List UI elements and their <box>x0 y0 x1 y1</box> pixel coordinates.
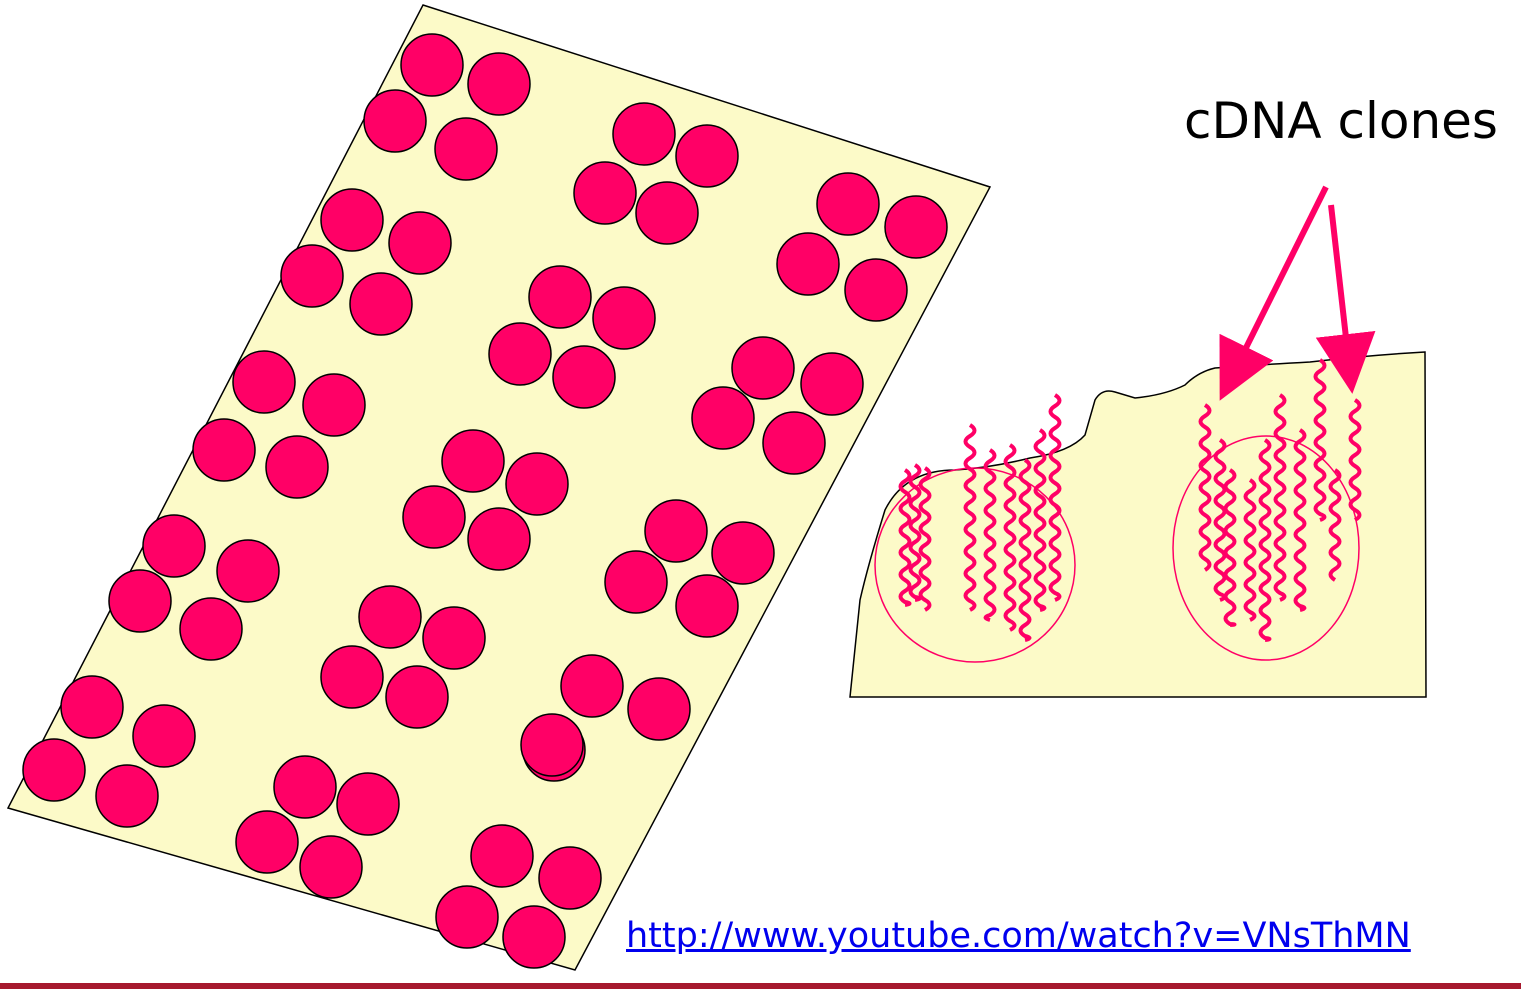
cdna-strand <box>1033 428 1047 612</box>
callout-arrow-left <box>1219 185 1329 401</box>
cdna-strand <box>1328 468 1342 582</box>
colony-dot <box>470 824 534 888</box>
cdna-strand <box>1293 428 1307 612</box>
colony-dot <box>528 265 592 329</box>
colony-dot <box>691 386 755 450</box>
cdna-strand <box>1003 443 1017 632</box>
source-link[interactable]: http://www.youtube.com/watch?v=VNsThMN <box>626 916 1411 956</box>
cdna-strand-group <box>898 358 1362 642</box>
colony-dot <box>108 569 172 633</box>
cdna-strand <box>1223 468 1237 627</box>
colony-closeup-right <box>1172 435 1360 661</box>
colony-dot <box>435 885 499 949</box>
colony-dot <box>179 597 243 661</box>
colony-dot <box>573 161 637 225</box>
colony-dot <box>552 345 616 409</box>
colony-dot <box>434 117 498 181</box>
colony-dot <box>592 286 656 350</box>
colony-dot <box>731 336 795 400</box>
colony-dot <box>844 258 908 322</box>
cdna-strand <box>898 468 912 607</box>
colony-dot <box>22 738 86 802</box>
colony-dot <box>675 124 739 188</box>
colony-dot <box>265 435 329 499</box>
colony-dot <box>711 521 775 585</box>
colony-dot <box>358 585 422 649</box>
cdna-strand <box>908 463 922 602</box>
colony-dot <box>60 675 124 739</box>
colony-dot <box>400 33 464 97</box>
cdna-clones-label: cDNA clones <box>1184 92 1498 150</box>
colony-dot <box>538 846 602 910</box>
colony-dot <box>502 905 566 969</box>
cdna-strand <box>1198 403 1212 572</box>
colony-dot <box>816 172 880 236</box>
colony-closeup-section <box>849 351 1427 698</box>
cdna-strand <box>1348 398 1362 522</box>
colony-dot <box>320 645 384 709</box>
colony-dot <box>467 507 531 571</box>
colony-dot <box>349 272 413 336</box>
colony-dot <box>320 188 384 252</box>
colony-dot <box>800 352 864 416</box>
colony-dot <box>388 211 452 275</box>
colony-group <box>22 33 948 969</box>
colony-dot <box>644 499 708 563</box>
colony-dot <box>488 322 552 386</box>
colony-dot <box>560 654 624 718</box>
colony-dot <box>520 713 584 777</box>
colony-dot <box>95 764 159 828</box>
colony-dot <box>505 452 569 516</box>
colony-closeup-left <box>874 467 1076 663</box>
colony-dot <box>142 514 206 578</box>
colony-dot <box>192 418 256 482</box>
colony-dot <box>604 550 668 614</box>
colony-dot <box>280 244 344 308</box>
cdna-strand <box>1258 438 1272 642</box>
colony-dot <box>216 539 280 603</box>
cdna-strand <box>1048 393 1062 602</box>
colony-dot <box>302 373 366 437</box>
colony-dot <box>363 89 427 153</box>
colony-dot <box>422 606 486 670</box>
footer-rule <box>0 983 1521 989</box>
colony-dot <box>612 102 676 166</box>
colony-dot <box>762 411 826 475</box>
colony-dot <box>385 665 449 729</box>
colony-dot <box>132 704 196 768</box>
colony-dot <box>776 232 840 296</box>
colony-dot <box>627 677 691 741</box>
colony-dot <box>441 429 505 493</box>
colony-dot <box>467 52 531 116</box>
cdna-strand <box>983 448 997 622</box>
cdna-strand <box>918 466 932 612</box>
colony-dot <box>336 772 400 836</box>
colony-dot <box>232 350 296 414</box>
cdna-strand <box>1018 458 1032 642</box>
cdna-strand <box>1273 393 1287 602</box>
colony-dot <box>635 181 699 245</box>
cdna-strand <box>963 423 977 612</box>
cdna-strand <box>1243 478 1257 622</box>
colony-dot <box>235 810 299 874</box>
colony-dot <box>273 755 337 819</box>
colony-dot <box>299 835 363 899</box>
colony-dot <box>675 574 739 638</box>
colony-dot <box>884 195 948 259</box>
callout-arrow-right <box>1315 204 1376 394</box>
colony-dot <box>402 485 466 549</box>
